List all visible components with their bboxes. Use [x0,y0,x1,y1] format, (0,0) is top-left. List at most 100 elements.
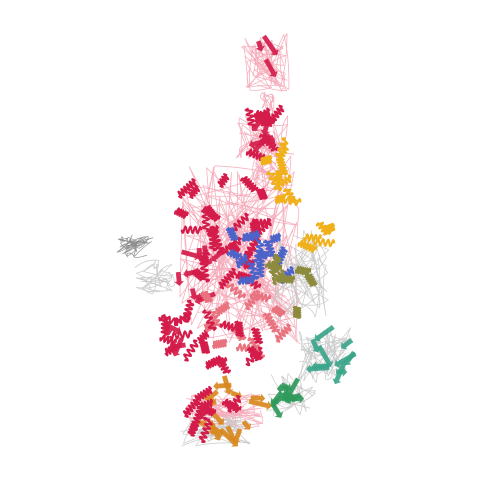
helix-layer [158,104,336,444]
core-helix-blue [269,232,282,244]
left-lobe-helix [197,329,210,345]
body-helix [210,233,226,256]
upper-helix [258,132,279,152]
mid-helix-salmon [215,301,230,317]
teal-strand [314,324,335,342]
core-helix-blue [242,232,261,242]
lower-strand-orange [250,393,266,404]
left-lobe-helix [183,339,199,362]
left-lobe-helix [181,299,195,323]
teal-strand [332,361,347,385]
left-lobe-helix [199,340,211,355]
body-helix [180,225,203,235]
core-helix-blue [262,239,277,259]
body-helix [208,225,218,252]
right-gold-helix [297,239,318,254]
body-helix [191,268,207,282]
body-helix [218,267,237,290]
stalk-coil [259,91,273,119]
top-domain-strand [263,58,278,78]
core-helix-blue [227,248,242,261]
mid-helix-crimson [202,309,217,332]
left-arm-coil [118,238,148,253]
stalk-coil [262,93,275,109]
mid-helix-crimson [219,320,238,332]
bottom-strand-orange [241,419,252,430]
left-lobe-helix [169,329,193,341]
body-helix [198,248,211,265]
body-helix [233,212,249,232]
teal-strand [343,350,357,366]
lower-helix-crimson [214,357,232,374]
bottom-coil [213,416,251,431]
teal-region-coil [323,327,351,377]
body-strand [174,271,184,286]
gold-helix [275,157,289,176]
mid-helix-salmon [262,312,280,333]
left-arm-coil [126,239,143,257]
core-helix-olive [292,305,302,319]
body-helix [203,204,219,220]
left-arm-coil-light [140,264,174,283]
gold-helix [275,137,289,161]
core-helix-olive [269,255,282,278]
lower-helix-crimson [199,398,214,411]
core-helix-olive [304,273,318,287]
lower-coil [209,393,263,424]
body-coil [188,166,298,343]
body-helix [240,176,259,193]
lower-strand-orange [221,375,234,395]
mid-helix-salmon [207,309,223,328]
body-helix [201,208,211,233]
mid-helix-crimson [234,320,245,338]
core-helix-blue [237,275,256,286]
green-strand [280,382,292,392]
left-lobe-helix [160,314,170,336]
gold-helix [260,154,273,166]
core-helix-blue [235,253,249,269]
body-helix [227,241,241,254]
lower-helix-crimson [199,404,217,417]
body-helix [187,184,201,199]
mid-helix-salmon [226,283,246,299]
mid-helix-salmon [211,338,228,350]
teal-strand [340,338,354,350]
lower-helix-crimson [221,398,242,413]
core-helix-olive [271,269,286,286]
mid-helix-salmon [200,290,213,304]
bottom-helix-crimson [198,418,213,444]
core-helix-olive [294,265,312,276]
top-domain-strand [255,40,266,52]
bottom-helix-crimson [187,420,199,437]
upper-helix [245,148,266,162]
core-helix-olive [277,274,296,284]
teal-strand [311,361,330,372]
mid-helix-salmon [275,323,292,343]
upper-helix [266,104,285,127]
mid-helix-crimson [251,327,264,345]
left-arm-coil [116,237,154,258]
upper-helix [244,107,257,128]
green-strand [283,392,302,404]
teal-region-coil [296,332,347,382]
body-helix [199,261,211,283]
left-arm-coil-light [134,259,162,288]
mid-helix-crimson [246,346,263,362]
body-coil [189,203,298,327]
body-coil [220,192,296,339]
green-region-coil [283,382,316,405]
left-arm-coil [118,236,148,248]
upper-helix [256,112,270,127]
right-coil [277,232,321,318]
body-helix [217,173,230,188]
lower-helix-crimson [182,398,199,418]
upper-strand [248,138,270,150]
body-helix [256,188,268,200]
left-arm-coil-light [136,260,173,292]
mid-helix-salmon [271,305,286,318]
body-strand [181,249,201,261]
gold-helix [266,170,283,192]
right-gold-helix [313,237,336,248]
